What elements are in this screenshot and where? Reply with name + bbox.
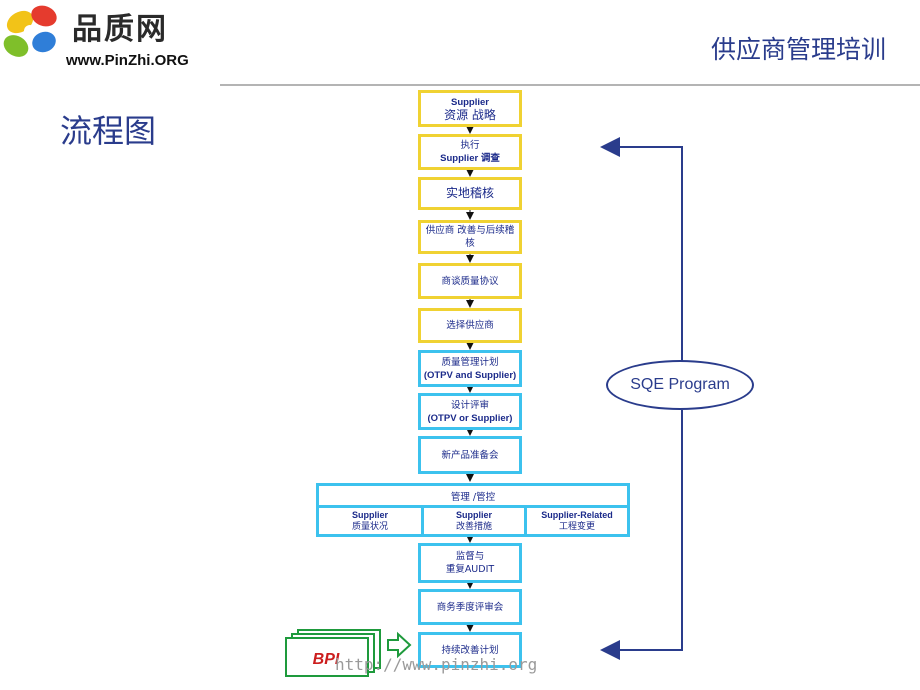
box-line: 执行 [460, 140, 480, 151]
box-line: Supplier [450, 96, 489, 108]
band-divider [524, 508, 527, 534]
box-line: 重复AUDIT [445, 564, 495, 575]
flow-box-quality-plan: 质量管理计划 (OTPV and Supplier) [418, 350, 522, 387]
logo-brand-text: 品质网 [72, 12, 168, 47]
cell-line: Supplier-Related [541, 510, 613, 520]
cell-line: 质量状况 [351, 522, 388, 532]
box-line: 质量管理计划 [441, 356, 499, 368]
flower-icon [3, 5, 57, 57]
watermark-url: http://www.pinzhi.org [335, 655, 538, 674]
cell-line: 改善措施 [455, 522, 492, 532]
band-cell-improvement-actions: Supplier 改善措施 [424, 508, 524, 534]
header-title: 供应商管理培训 [710, 35, 886, 64]
flow-box-design-review: 设计评审 (OTPV or Supplier) [418, 393, 522, 430]
bpi-document-stack: BPI [285, 629, 412, 677]
box-line: 商谈质量协议 [441, 275, 499, 287]
flow-box-continuous-improvement: 持续改善计划 [418, 632, 522, 668]
box-line: 新产品准备会 [441, 449, 499, 461]
band-cell-engineering-change: Supplier-Related 工程变更 [527, 508, 627, 534]
box-line: 持续改善计划 [441, 644, 499, 656]
page-title: 流程图 [60, 112, 157, 150]
flow-box-supplier-strategy: Supplier 资源 战略 [418, 90, 522, 127]
box-line: 资源 战略 [444, 107, 496, 122]
right-arrow-icon [387, 631, 412, 659]
bpi-label: BPI [313, 651, 340, 668]
box-line: (OTPV or Supplier) [427, 412, 513, 424]
flow-box-onsite-audit: 实地稽核 [418, 177, 522, 210]
sqe-feedback-loop [600, 137, 683, 660]
flow-box-quarterly-review: 商务季度评审会 [418, 589, 522, 625]
logo-url: www.PinZhi.ORG [66, 52, 189, 69]
sqe-program-ellipse: SQE Program [606, 360, 754, 410]
flow-box-new-product-meeting: 新产品准备会 [418, 436, 522, 474]
box-line: 供应商 改善与后续稽核 [425, 225, 515, 249]
box-line: 实地稽核 [445, 186, 494, 200]
box-line: 监督与 [455, 551, 485, 562]
band-cell-quality-status: Supplier 质量状况 [319, 508, 421, 534]
box-line: Supplier 调查 [440, 153, 500, 164]
flow-box-improvement-followup: 供应商 改善与后续稽核 [418, 220, 522, 254]
header-divider [220, 84, 920, 86]
cell-line: Supplier [455, 510, 492, 520]
flow-box-quality-agreement: 商谈质量协议 [418, 263, 522, 299]
box-line: (OTPV and Supplier) [423, 369, 517, 381]
management-control-band: 管理 /管控 Supplier 质量状况 Supplier 改善措施 Suppl… [316, 483, 630, 537]
flow-box-monitor-reaudit: 监督与 重复AUDIT [418, 543, 522, 583]
box-line: 选择供应商 [446, 320, 494, 331]
flow-box-select-supplier: 选择供应商 [418, 308, 522, 343]
band-title: 管理 /管控 [319, 486, 627, 508]
box-line: 商务季度评审会 [436, 601, 504, 613]
band-divider [421, 508, 424, 534]
flow-box-supplier-survey: 执行 Supplier 调查 [418, 134, 522, 170]
cell-line: Supplier [351, 510, 388, 520]
cell-line: 工程变更 [558, 522, 595, 532]
box-line: 设计评审 [450, 399, 489, 411]
pinzhi-logo [3, 5, 57, 57]
